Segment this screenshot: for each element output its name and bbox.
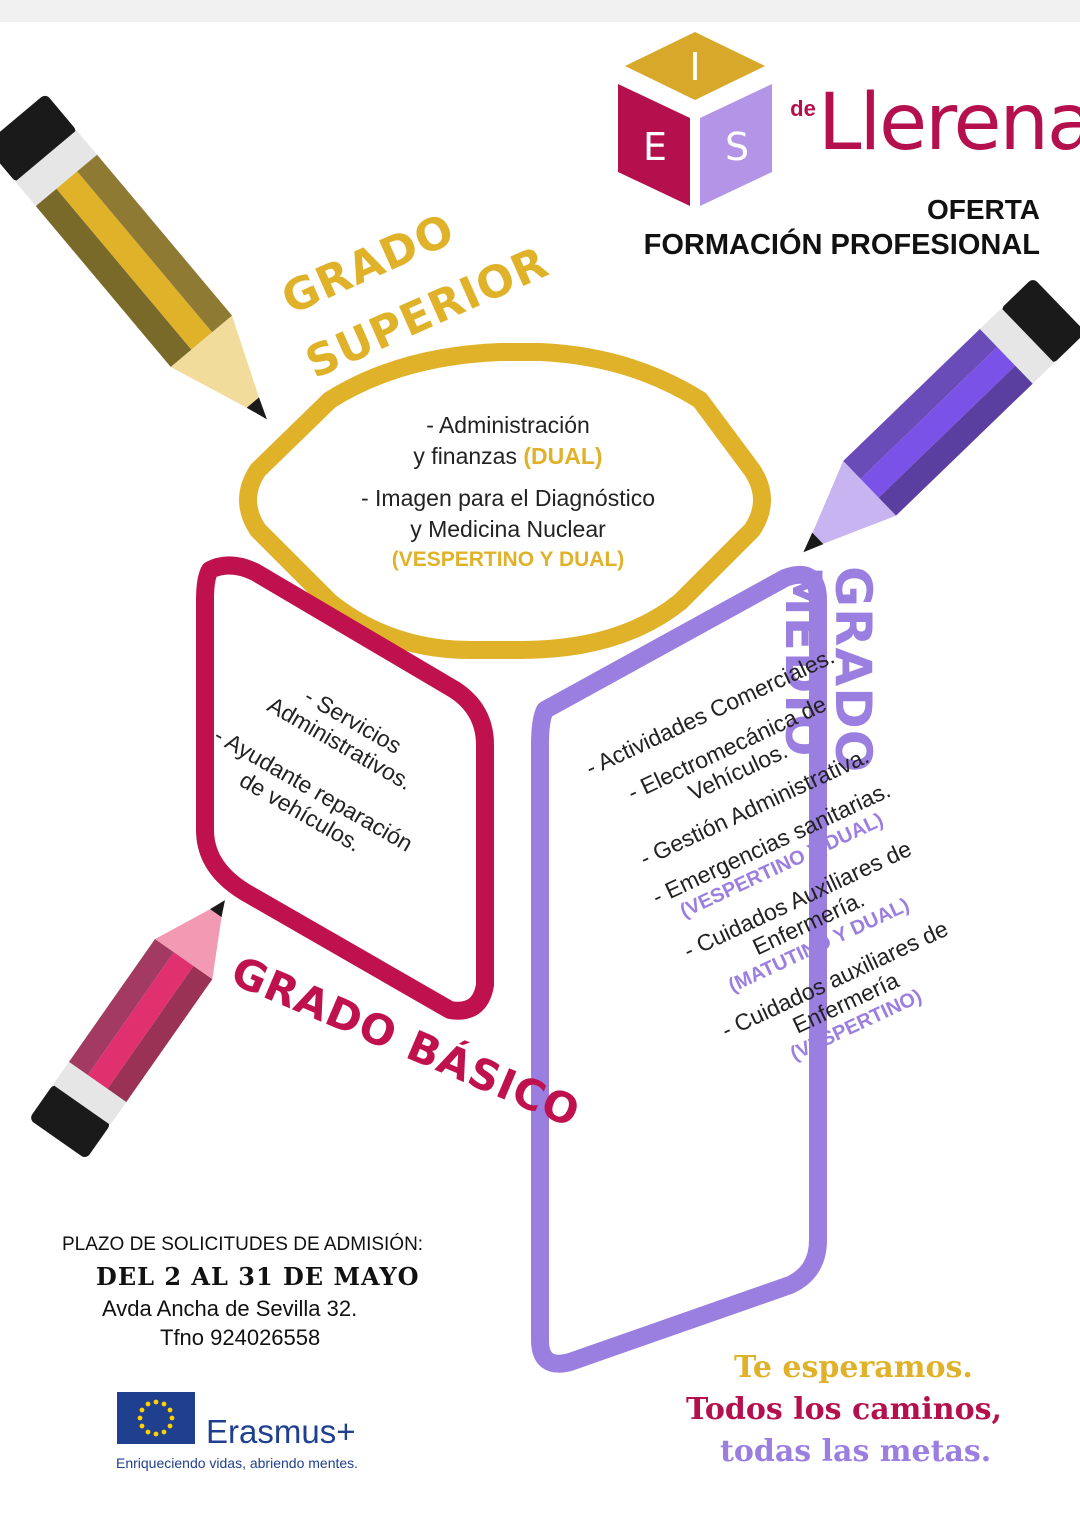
grado-basico-box — [196, 556, 494, 1020]
logo-letter-s: S — [725, 125, 749, 169]
top-fade-band — [0, 0, 1080, 22]
admision-address: Avda Ancha de Sevilla 32. — [102, 1296, 358, 1321]
pink-pencil-icon — [31, 900, 225, 1157]
eu-flag-icon — [117, 1392, 195, 1444]
ies-logo-cube: I E S — [618, 32, 772, 206]
grado-superior-box — [239, 343, 771, 659]
purple-pencil-icon — [803, 280, 1080, 553]
superior-item2-line1: - Imagen para el Diagnóstico — [360, 485, 656, 511]
header-formacion-profesional: FORMACIÓN PROFESIONAL — [643, 229, 1040, 261]
grado-medio-box — [531, 565, 827, 1373]
admision-phone: Tfno 924026558 — [160, 1325, 321, 1350]
admision-label: PLAZO DE SOLICITUDES DE ADMISIÓN: — [62, 1234, 424, 1255]
slogan-line1: Te esperamos. — [734, 1350, 973, 1385]
superior-item2-note: (VESPERTINO Y DUAL) — [391, 548, 625, 571]
slogan-line3: todas las metas. — [720, 1434, 992, 1469]
logo-letter-i: I — [689, 45, 700, 89]
superior-item1-line2: y finanzas — [413, 443, 517, 469]
header-oferta: OFERTA — [926, 194, 1040, 225]
superior-item2-line2: y Medicina Nuclear — [410, 516, 606, 542]
erasmus-name: Erasmus+ — [206, 1413, 356, 1450]
slogan-line2: Todos los caminos, — [686, 1392, 1002, 1427]
erasmus-tagline: Enriqueciendo vidas, abriendo mentes. — [116, 1455, 359, 1471]
superior-item1-line1: - Administración — [426, 412, 590, 438]
superior-item1-note: (DUAL) — [523, 443, 603, 469]
logo-de: de — [790, 96, 816, 121]
logo-name: Llerena — [818, 78, 1080, 168]
superior-item1-line2-wrap: y finanzas (DUAL) — [258, 441, 758, 472]
admision-dates: DEL 2 AL 31 DE MAYO — [96, 1262, 420, 1291]
logo-letter-e: E — [643, 125, 667, 169]
gold-pencil-icon — [0, 95, 267, 420]
